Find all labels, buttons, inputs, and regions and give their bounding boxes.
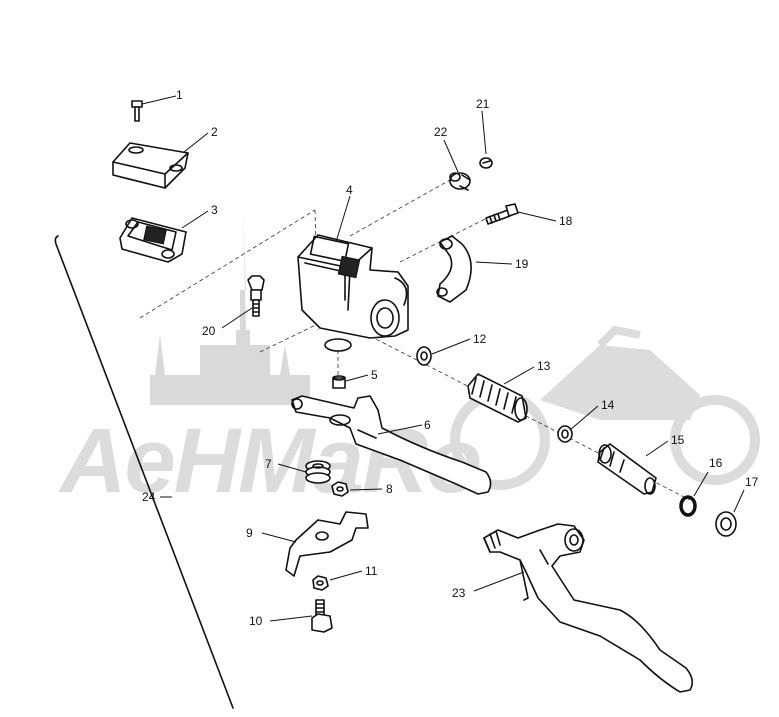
part-10-switch [311,599,333,633]
part-3-diaphragm [119,217,187,263]
callout-20: 20 [202,324,216,338]
callout-labels: 1 2 3 4 5 6 7 8 9 10 11 12 13 14 15 16 1… [142,88,759,628]
callout-5: 5 [371,368,378,382]
callout-17: 17 [745,475,759,489]
callout-10: 10 [249,614,263,628]
assembly-outline-line [54,235,234,709]
watermark-church-silhouette [150,210,310,405]
part-16-o-ring [679,495,697,517]
part-19-clamp [436,235,472,303]
callout-11: 11 [365,564,378,578]
part-4-master-cylinder [297,234,409,352]
callout-23: 23 [452,586,466,600]
part-17-washer [715,511,737,537]
callout-13: 13 [537,359,551,373]
callout-3: 3 [211,203,218,217]
part-21-cap [479,157,493,169]
part-2-reservoir-cap [112,142,189,189]
part-12-washer [416,346,432,366]
watermark-motorcycle-silhouette [450,325,760,490]
callout-2: 2 [211,125,218,139]
callout-22: 22 [434,125,448,139]
part-23-clutch-lever [483,523,694,693]
callout-16: 16 [709,456,723,470]
callout-19: 19 [515,257,529,271]
part-18-clamp-bolt [485,203,519,225]
part-13-dust-boot [467,373,528,423]
callout-1: 1 [176,88,183,102]
callout-8: 8 [386,482,393,496]
callout-14: 14 [601,398,615,412]
part-20-pivot-bolt [247,275,265,317]
callout-4: 4 [346,183,353,197]
part-5-nut [332,375,346,389]
part-14-washer [557,425,573,443]
callout-9: 9 [246,526,253,540]
callout-7: 7 [265,457,272,471]
callout-18: 18 [559,214,573,228]
part-11-nut [312,575,329,591]
part-15-piston [597,443,657,495]
callout-15: 15 [671,433,685,447]
part-8-nut [331,481,349,497]
callout-24: 24 [142,490,156,504]
part-6-brake-lever [291,395,492,495]
part-7-spring [305,460,331,484]
callout-21: 21 [476,97,490,111]
callout-12: 12 [473,332,487,346]
leader-lines [141,95,745,622]
part-9-switch-bracket [285,511,369,577]
part-22-fitting [449,172,471,191]
callout-6: 6 [424,418,431,432]
part-1-cover-screw [131,100,143,122]
